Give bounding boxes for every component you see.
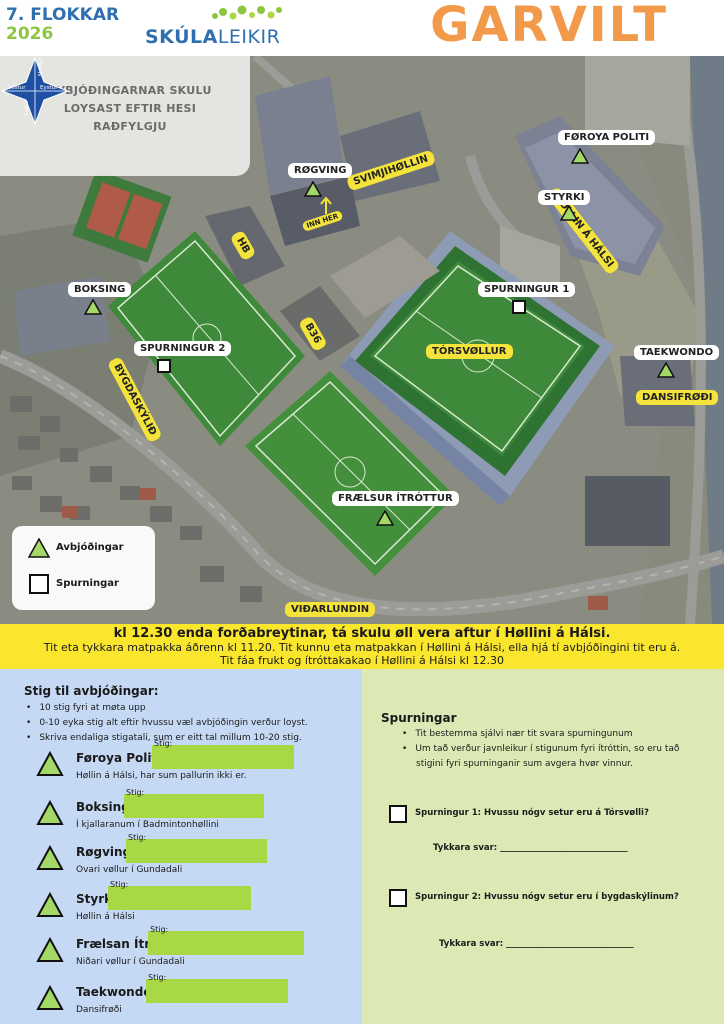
header: 7. FLOKKAR 2026 SKÚLALEIKIR GARVILT — [0, 0, 724, 56]
brand-title: GARVILT — [430, 0, 668, 53]
challenge-marker-fraelsur-icon — [376, 510, 394, 526]
questions-rules: Tit bestemma sjálvi nær tit svara spurni… — [402, 727, 708, 772]
question-1-checkbox[interactable] — [389, 805, 407, 823]
score-field-label: Stig: — [150, 925, 169, 934]
points-title: Stig til avbjóðingar: — [24, 684, 159, 698]
questions-title: Spurningar — [381, 711, 457, 725]
map-label-spurningur-2: SPURNINGUR 2 — [134, 341, 232, 356]
compass-icon: Norður Suður Eystur Vestur — [0, 56, 70, 126]
challenge-marker-boksing-icon — [84, 299, 102, 315]
notice-bar: kl 12.30 enda forðabreytinar, tá skulu ø… — [0, 624, 724, 669]
aerial-map: AVBJÓÐINGARNAR SKULU LOYSAST EFTIR HESI … — [0, 56, 724, 624]
map-label-dansifrodi: DANSIFRØÐI — [636, 390, 719, 405]
activity-row-boksing: Boksing: Í kjallaranum í Badmintonhøllin… — [36, 788, 336, 834]
intro-text: AVBJÓÐINGARNAR SKULU LOYSAST EFTIR HESI … — [48, 84, 212, 133]
compass-west: Vestur — [8, 85, 26, 91]
score-field-label: Stig: — [148, 973, 167, 982]
map-label-boksing: BOKSING — [68, 282, 132, 297]
legend-square-label: Spurningar — [56, 578, 119, 589]
compass-south: Suður — [24, 99, 30, 116]
logo-text-part1: SKÚLA — [145, 26, 218, 48]
legend-square-icon — [29, 574, 49, 594]
questions-panel: Spurningar Tit bestemma sjálvi nær tit s… — [362, 669, 724, 1024]
score-field-rogving[interactable]: Stig: — [126, 833, 267, 863]
grade-label: 7. FLOKKAR 2026 — [6, 6, 119, 44]
map-label-foroya-politi: FØROYA POLITI — [558, 130, 656, 145]
notice-line-3: Tit fáa frukt og ítróttakakao í Høllini … — [220, 654, 504, 667]
activity-triangle-icon — [36, 985, 64, 1010]
logo-text: SKÚLALEIKIR — [145, 26, 280, 48]
skulaleikir-logo: SKÚLALEIKIR — [145, 2, 285, 54]
logo-dots-icon — [212, 5, 282, 20]
grade-text: 7. FLOKKAR — [6, 5, 120, 25]
points-panel: Stig til avbjóðingar: 10 stig fyri at mø… — [0, 669, 362, 1024]
score-field-label: Stig: — [154, 739, 173, 748]
map-label-styrki: STYRKI — [538, 190, 591, 205]
question-marker-1-icon — [512, 300, 526, 314]
activity-name: Røgving: — [76, 845, 136, 859]
activity-row-rogving: Røgving: Ovari vøllur í Gundadali Stig: — [36, 833, 336, 879]
map-label-torsvollur: TÓRSVØLLUR — [426, 344, 513, 359]
points-rules: 10 stig fyri at møta upp 0-10 eyka stig … — [26, 701, 308, 746]
question-1-answer-line[interactable]: Tykkara svar: __________________________… — [433, 843, 628, 853]
year-text: 2026 — [6, 24, 54, 44]
legend-triangle-label: Avbjóðingar — [56, 542, 124, 553]
map-legend: Avbjóðingar Spurningar — [12, 526, 155, 610]
score-field-styrki[interactable]: Stig: — [108, 880, 251, 910]
map-label-fraelsur-itrottur: FRÆLSUR ÍTRÓTTUR — [332, 491, 459, 506]
points-rule: Skriva endaliga stigatali, sum er eitt t… — [26, 731, 308, 746]
score-field-boksing[interactable]: Stig: — [124, 788, 264, 818]
legend-triangle-icon — [28, 538, 50, 558]
notice-line-1: kl 12.30 enda forðabreytinar, tá skulu ø… — [113, 626, 611, 641]
activity-triangle-icon — [36, 751, 64, 776]
challenge-marker-taekwondo-icon — [657, 362, 675, 378]
activity-name: Føroya Politi: — [76, 751, 167, 765]
compass-east: Eystur — [40, 85, 58, 91]
score-field-fraelsan-itrott[interactable]: Stig: — [148, 925, 304, 955]
map-label-spurningur-1: SPURNINGUR 1 — [478, 282, 576, 297]
map-label-vidarlundin: VIÐARLUNDIN — [285, 602, 376, 617]
activity-description: Ovari vøllur í Gundadali — [76, 865, 183, 875]
score-field-foroya-politi[interactable]: Stig: — [152, 739, 294, 769]
activity-description: Í kjallaranum í Badmintonhøllini — [76, 820, 219, 830]
activity-description: Niðari vøllur í Gundadali — [76, 957, 185, 967]
activity-name: Taekwondo: — [76, 985, 157, 999]
activity-description: Dansifrøði — [76, 1005, 122, 1015]
entrance-arrow-icon — [320, 196, 332, 214]
challenge-marker-styrki-icon — [560, 205, 578, 221]
question-2-text: Spurningur 2: Hvussu nógv setur eru í by… — [415, 892, 679, 902]
points-rule: 0-10 eyka stig alt eftir hvussu væl avbj… — [26, 716, 307, 731]
activity-description: Høllin á Hálsi — [76, 912, 135, 922]
map-label-taekwondo: TAEKWONDO — [634, 345, 720, 360]
score-field-taekwondo[interactable]: Stig: — [146, 973, 288, 1003]
question-2-checkbox[interactable] — [389, 889, 407, 907]
activity-name: Boksing: — [76, 800, 135, 814]
activity-row-taekwondo: Taekwondo: Dansifrøði Stig: — [36, 973, 336, 1019]
questions-rule: Um tað verður javnleikur í stigunum fyri… — [402, 742, 708, 772]
challenge-marker-rogving-icon — [304, 181, 322, 197]
notice-line-2: Tit eta tykkara matpakka áðrenn kl 11.20… — [43, 641, 681, 654]
score-field-label: Stig: — [128, 833, 147, 842]
question-2-answer-line[interactable]: Tykkara svar: __________________________… — [439, 939, 634, 949]
activity-row-styrki: Styrki: Høllin á Hálsi Stig: — [36, 880, 336, 926]
challenge-marker-politi-icon — [571, 148, 589, 164]
activity-row-foroya-politi: Føroya Politi: Høllin á Hálsi, har sum p… — [36, 739, 336, 785]
activity-triangle-icon — [36, 937, 64, 962]
activity-description: Høllin á Hálsi, har sum pallurin ikki er… — [76, 771, 247, 781]
question-1-text: Spurningur 1: Hvussu nógv setur eru á Tó… — [415, 808, 649, 818]
questions-rule: Tit bestemma sjálvi nær tit svara spurni… — [402, 727, 708, 742]
map-label-rogving: RØGVING — [288, 163, 353, 178]
question-marker-2-icon — [157, 359, 171, 373]
activity-triangle-icon — [36, 845, 64, 870]
activity-row-fraelsan-itrott: Frælsan Ítrótt: Niðari vøllur í Gundadal… — [36, 925, 336, 971]
score-field-label: Stig: — [126, 788, 145, 797]
logo-text-part2: LEIKIR — [217, 26, 281, 48]
activity-triangle-icon — [36, 892, 64, 917]
points-rule: 10 stig fyri at møta upp — [26, 701, 308, 716]
score-field-label: Stig: — [110, 880, 129, 889]
compass-north: Norður — [38, 56, 44, 76]
activity-triangle-icon — [36, 800, 64, 825]
